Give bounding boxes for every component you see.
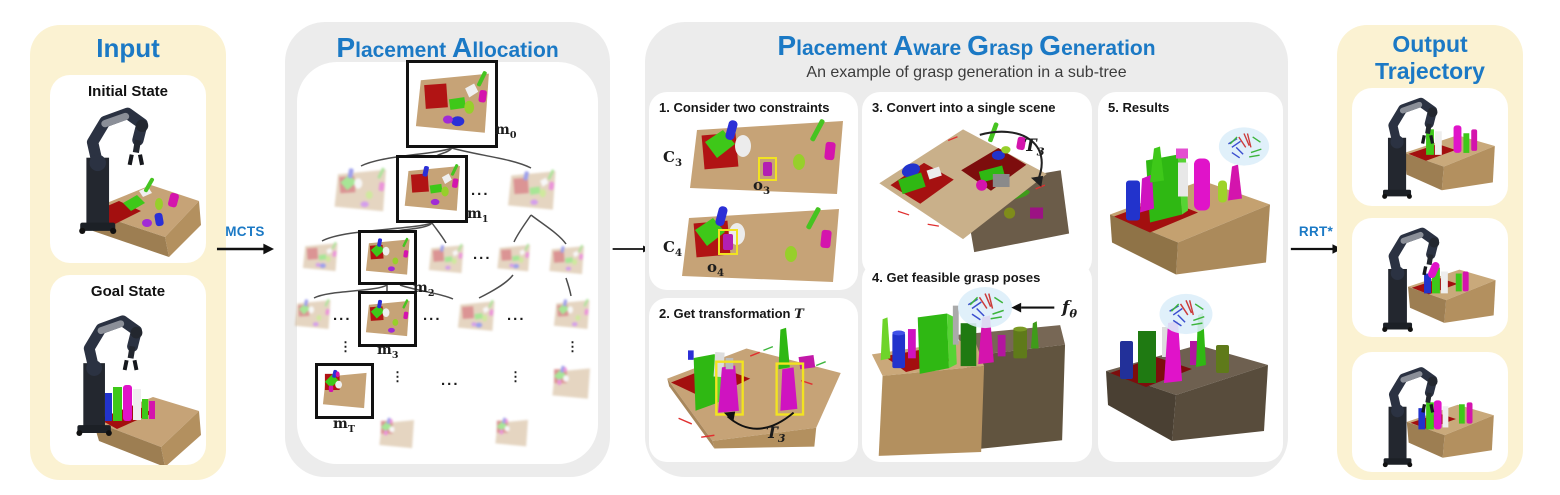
tree-node-faded [543,243,590,278]
initial-state-card: Initial State [50,75,206,263]
robot-goal-scene [53,301,201,465]
tree-node-faded [373,417,420,452]
tree-node-m3 [358,291,417,347]
goal-state-card: Goal State [50,275,206,465]
output-title-line1: Output [1392,31,1468,57]
ellipsis: ... [507,307,526,324]
label-m0: m0 [495,122,517,141]
step3-scene [870,118,1084,270]
tree-node-faded [288,297,337,333]
tree-node-faded [547,365,595,403]
output-panel: Output Trajectory [1337,25,1523,480]
step5-title: 5. Results [1108,100,1170,115]
label-C4: C4 [663,238,683,259]
trajectory-card-1 [1352,88,1508,206]
tree-node-faded [548,297,595,333]
grasp-generation-panel: Placement Aware Grasp Generation An exam… [645,22,1288,477]
tree-node-faded [328,165,392,217]
goal-state-image [53,301,203,465]
mcts-arrow [216,241,274,257]
output-title-line2: Trajectory [1375,58,1485,84]
trajectory-image-1 [1356,92,1504,202]
step5-scene-1 [1106,116,1274,284]
tree-node-faded [422,242,470,277]
tree-node-faded [452,298,500,335]
grasp-generation-title: Placement Aware Grasp Generation [777,30,1156,61]
vertical-ellipsis: ⋮ [509,369,522,384]
step2-scene [659,324,849,456]
label-m1: m1 [467,206,489,225]
label-mT: mT [333,416,355,435]
step1-title: 1. Consider two constraints [659,100,830,115]
trajectory-card-2 [1352,218,1508,337]
tree-node-faded [490,242,537,275]
step4-title: 4. Get feasible grasp poses [872,270,1041,285]
tree-node-faded [295,240,345,275]
initial-state-image [53,99,203,259]
vertical-ellipsis: ⋮ [339,339,352,354]
step4-scene [867,284,1067,458]
input-panel: Input Initial State [30,25,226,480]
step1-scene-c3 [687,116,852,201]
ellipsis: ... [473,246,492,263]
rrt-arrow [1290,241,1342,257]
step2-title: 2. Get transformation T [659,306,804,322]
step3-panel: 3. Convert into a single scene [862,92,1092,277]
label-T3-step3: T3 [1024,136,1045,159]
ellipsis: ... [333,307,352,324]
label-T3-step2: T3 [766,423,786,446]
tree-node-faded [490,417,533,450]
vertical-ellipsis: ⋮ [566,339,579,354]
robot-initial-scene [53,99,201,257]
trajectory-image-2 [1356,222,1504,333]
step1-panel: 1. Consider two constraints [649,92,858,290]
placement-allocation-panel: Placement Allocation m0 [285,22,610,477]
label-f-theta: fθ [1062,298,1078,321]
step2-panel: 2. Get transformation T [649,298,858,462]
label-o4: o4 [707,258,725,279]
tree-node-m1 [396,155,468,223]
tree-node-faded [500,167,563,215]
step3-title: 3. Convert into a single scene [872,100,1056,115]
tree-node-mT [315,363,374,419]
grasp-generation-subtitle: An example of grasp generation in a sub-… [806,64,1127,81]
step1-scene-c4 [679,204,849,289]
ellipsis: ... [423,307,442,324]
label-o3: o3 [753,176,771,197]
ellipsis: ... [441,372,460,389]
mcts-label: MCTS [225,224,265,239]
step5-scene-2 [1106,288,1274,448]
trajectory-card-3 [1352,352,1508,472]
step4-panel: 4. Get feasible grasp poses [862,262,1092,462]
tree-node-m2 [358,230,417,285]
step5-panel: 5. Results [1098,92,1283,462]
rrt-label: RRT* [1298,224,1334,239]
trajectory-image-3 [1356,356,1504,468]
placement-allocation-title: Placement Allocation [336,32,559,63]
input-title: Input [96,33,160,63]
ellipsis: ... [471,182,490,199]
goal-state-label: Goal State [90,283,166,300]
tree-node-m0 [406,60,498,148]
label-C3: C3 [663,148,683,169]
vertical-ellipsis: ⋮ [391,369,404,384]
label-m3: m3 [377,342,399,361]
initial-state-label: Initial State [87,83,169,100]
